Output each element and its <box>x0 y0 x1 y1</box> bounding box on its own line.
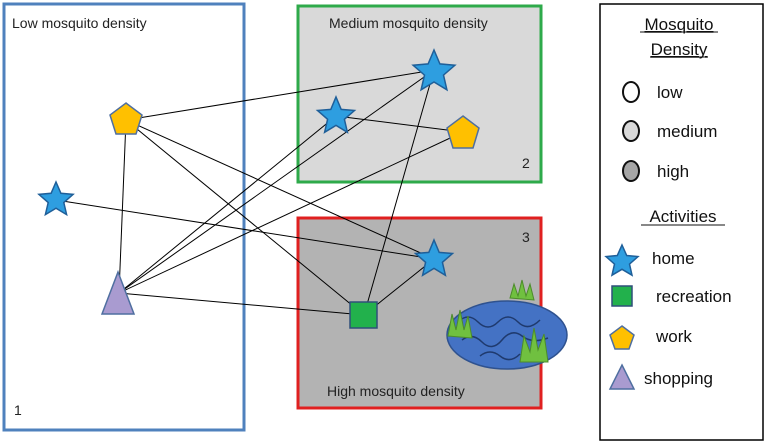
legend-recreation-square-icon <box>611 285 633 307</box>
zone-high-number: 3 <box>522 229 530 245</box>
recreation-node-square-icon <box>349 301 378 329</box>
zone-high-label: High mosquito density <box>327 383 465 399</box>
zone-low-box <box>2 2 246 432</box>
legend-box <box>599 3 764 441</box>
home-node-star-icon <box>413 238 455 277</box>
legend-high-label: high <box>657 162 689 181</box>
legend-activities-title: Activities <box>649 207 716 226</box>
legend-work-pentagon-icon <box>609 325 635 350</box>
zone-low-number: 1 <box>14 402 22 418</box>
home-node-star-icon <box>411 48 457 92</box>
legend-density-title-line1: Mosquito <box>645 15 714 34</box>
legend-home-label: home <box>652 249 695 268</box>
legend-medium-label: medium <box>657 122 717 141</box>
zone-medium-number: 2 <box>522 155 530 171</box>
legend-home-star-icon <box>604 243 640 277</box>
home-node-star-icon <box>37 180 75 217</box>
legend-recreation-label: recreation <box>656 287 732 306</box>
work-node-pentagon-icon <box>109 102 143 135</box>
legend-work-label: work <box>655 327 692 346</box>
shopping-node-triangle-icon <box>100 269 136 315</box>
work-node-pentagon-icon <box>446 115 480 149</box>
home-node-star-icon <box>315 95 357 134</box>
legend-density-title-line2: Density <box>651 40 708 59</box>
legend-low-circle-icon <box>622 81 640 103</box>
connection-lines <box>55 69 464 316</box>
legend-high-circle-icon <box>622 160 640 182</box>
pond-icon <box>446 279 568 370</box>
zone-low-label: Low mosquito density <box>12 15 147 31</box>
legend-low-label: low <box>657 83 683 102</box>
legend-shopping-triangle-icon <box>608 363 636 390</box>
legend-shopping-label: shopping <box>644 369 713 388</box>
zone-medium-box <box>296 4 543 184</box>
zone-medium-label: Medium mosquito density <box>329 15 488 31</box>
legend-medium-circle-icon <box>622 120 640 142</box>
